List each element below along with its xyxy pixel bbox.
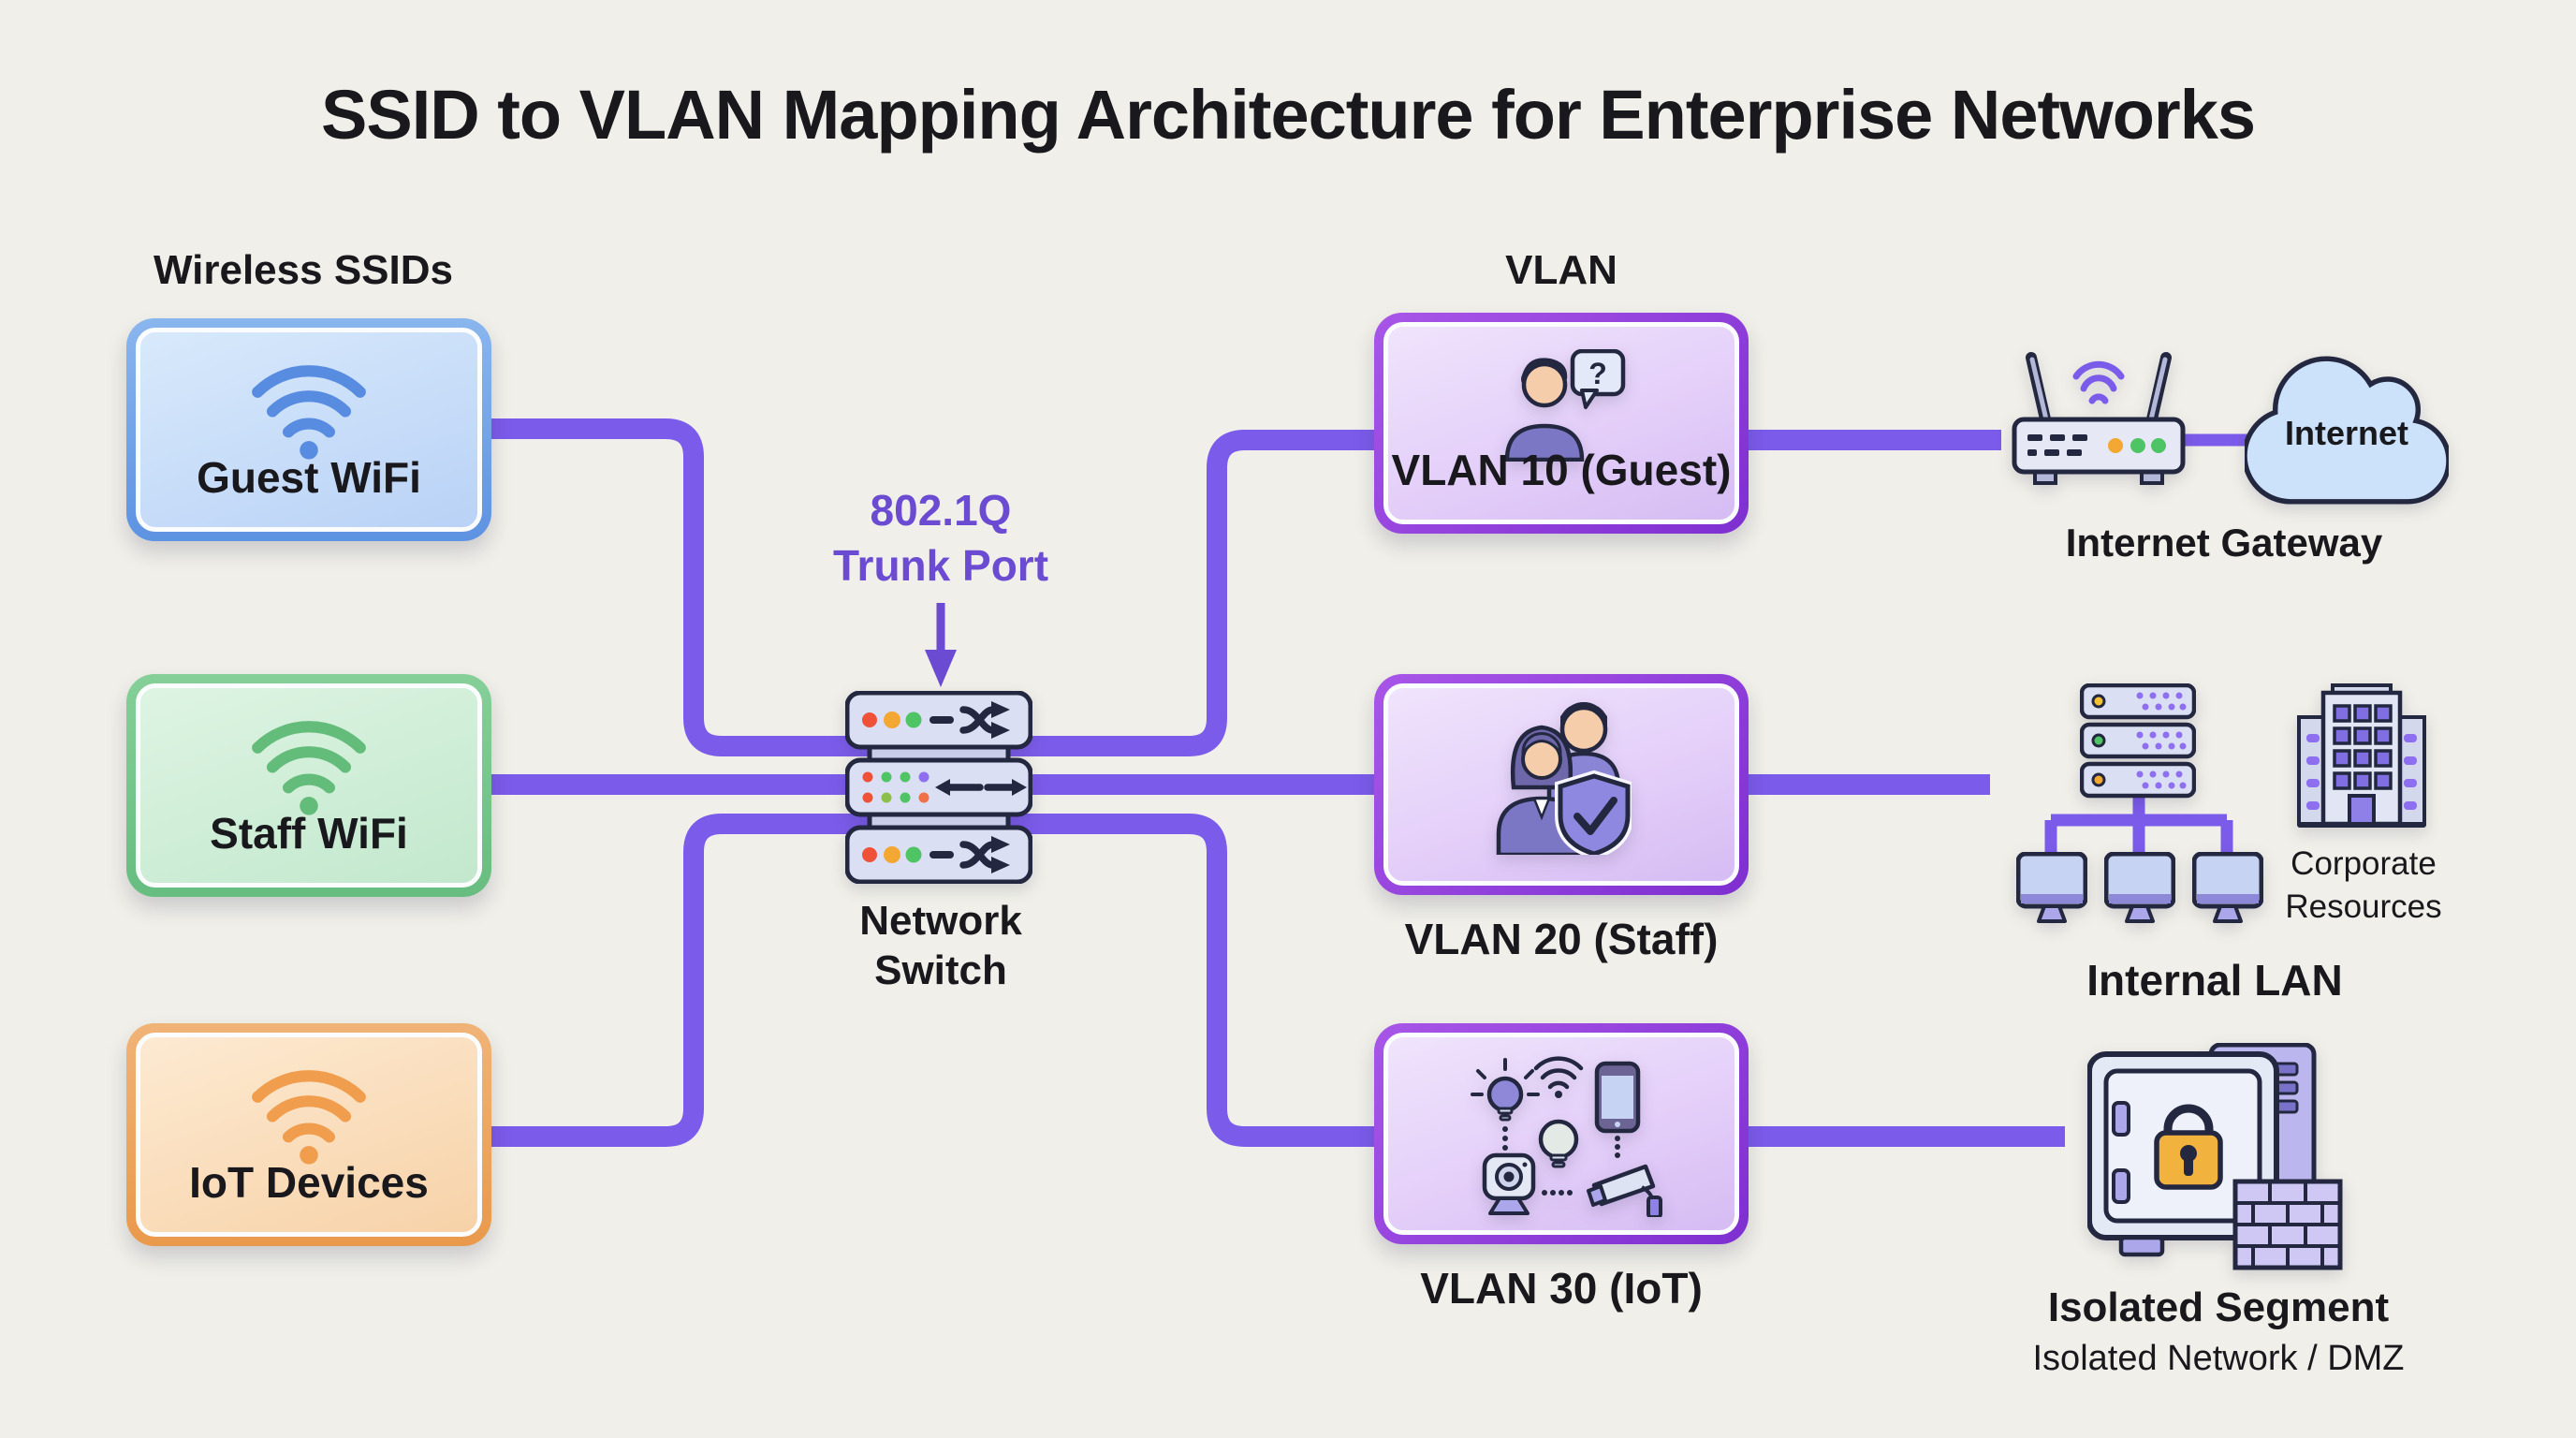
- staff-users-shield-icon: [1496, 702, 1632, 855]
- wireless-router-icon: [2012, 352, 2186, 485]
- rail-guest-to-vlan10: [479, 418, 2001, 756]
- ssid-label: IoT Devices: [189, 1158, 429, 1207]
- monitor-icon: [2104, 852, 2175, 923]
- network-switch-icon: [845, 691, 1032, 884]
- wifi-icon: [252, 721, 366, 815]
- ssid-iot-devices-box: IoT Devices: [126, 1023, 491, 1246]
- vlan-label: VLAN 20 (Staff): [1404, 915, 1719, 963]
- iot-devices-icon: [1471, 1056, 1662, 1217]
- trunk-port-label: 802.1Q Trunk Port: [832, 486, 1049, 590]
- corporate-resources-label: Corporate Resources: [2285, 845, 2442, 925]
- vlan-label: VLAN 30 (IoT): [1420, 1264, 1703, 1313]
- isolated-segment-label: Isolated Segment: [2047, 1284, 2390, 1330]
- office-building-icon: [2297, 683, 2426, 828]
- network-switch-label: Network Switch: [859, 898, 1022, 993]
- svg-text:?: ?: [1588, 357, 1607, 390]
- ssid-label: Staff WiFi: [210, 809, 408, 858]
- internet-cloud-label: Internet: [2284, 414, 2408, 452]
- monitor-icon: [2016, 852, 2087, 923]
- trunk-arrow-icon: [925, 603, 957, 687]
- vlan-label: VLAN 10 (Guest): [1391, 446, 1732, 494]
- firewall-brick-icon: [2232, 1179, 2343, 1270]
- isolated-network-dmz-label: Isolated Network / DMZ: [2032, 1339, 2405, 1378]
- ssid-guest-wifi-box: Guest WiFi: [126, 318, 491, 541]
- rail-iot-to-vlan30: [479, 814, 2065, 1147]
- wifi-icon: [252, 365, 366, 460]
- wifi-icon: [252, 1070, 366, 1165]
- heading-wireless-ssids: Wireless SSIDs: [154, 247, 453, 293]
- server-rack-icon: [2080, 683, 2196, 799]
- guest-user-question-icon: ?: [1504, 349, 1626, 462]
- internet-gateway-label: Internet Gateway: [2065, 521, 2383, 565]
- safe-lock-icon: [2087, 1051, 2279, 1257]
- vlan-30-box: [1374, 1023, 1749, 1244]
- monitor-icon: [2192, 852, 2263, 923]
- secure-vault-firewall-icon: [2087, 1043, 2343, 1270]
- rail-lan-tree: [2044, 791, 2233, 854]
- heading-vlan: VLAN: [1505, 247, 1617, 293]
- vlan-20-box: [1374, 674, 1749, 895]
- vlan-10-box: ? VLAN 10 (Guest): [1374, 313, 1749, 534]
- internet-cloud-icon: [2245, 356, 2449, 505]
- ssid-staff-wifi-box: Staff WiFi: [126, 674, 491, 897]
- internal-lan-label: Internal LAN: [2086, 956, 2343, 1005]
- page-title: SSID to VLAN Mapping Architecture for En…: [320, 76, 2256, 154]
- ssid-label: Guest WiFi: [197, 453, 421, 502]
